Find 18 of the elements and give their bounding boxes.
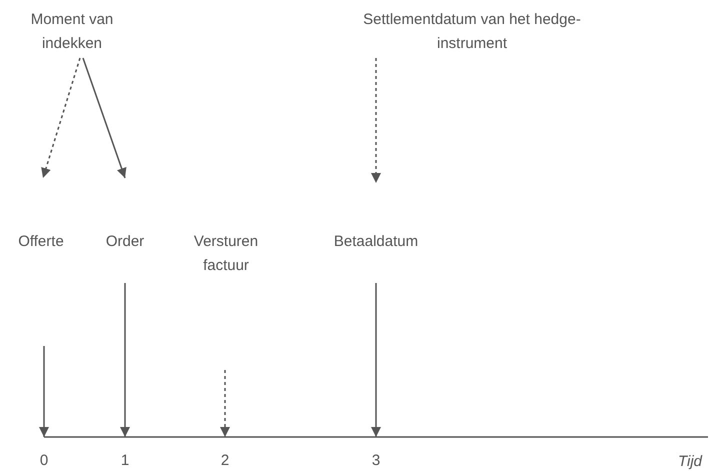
timeline-label: Settlementdatum van het hedge-instrument bbox=[362, 6, 582, 58]
timeline-label: Offerte bbox=[6, 178, 76, 254]
arrow bbox=[82, 58, 126, 178]
arrow bbox=[41, 58, 81, 178]
timeline-label: Order bbox=[98, 178, 152, 283]
timeline-label: Betaaldatum bbox=[318, 183, 434, 283]
timeline-label: Versturen factuur bbox=[192, 232, 260, 276]
axis-label: Tijd bbox=[676, 452, 704, 471]
arrow bbox=[120, 283, 130, 437]
arrow bbox=[371, 58, 381, 183]
arrow bbox=[220, 370, 230, 437]
tick-label: 0 bbox=[32, 437, 56, 471]
timeline-label: Moment van indekken bbox=[12, 6, 132, 58]
arrow bbox=[371, 283, 381, 437]
tick-label: 2 bbox=[213, 437, 237, 471]
tick-label: 3 bbox=[364, 437, 388, 471]
tick-label: 1 bbox=[113, 437, 137, 471]
arrow bbox=[39, 346, 49, 437]
